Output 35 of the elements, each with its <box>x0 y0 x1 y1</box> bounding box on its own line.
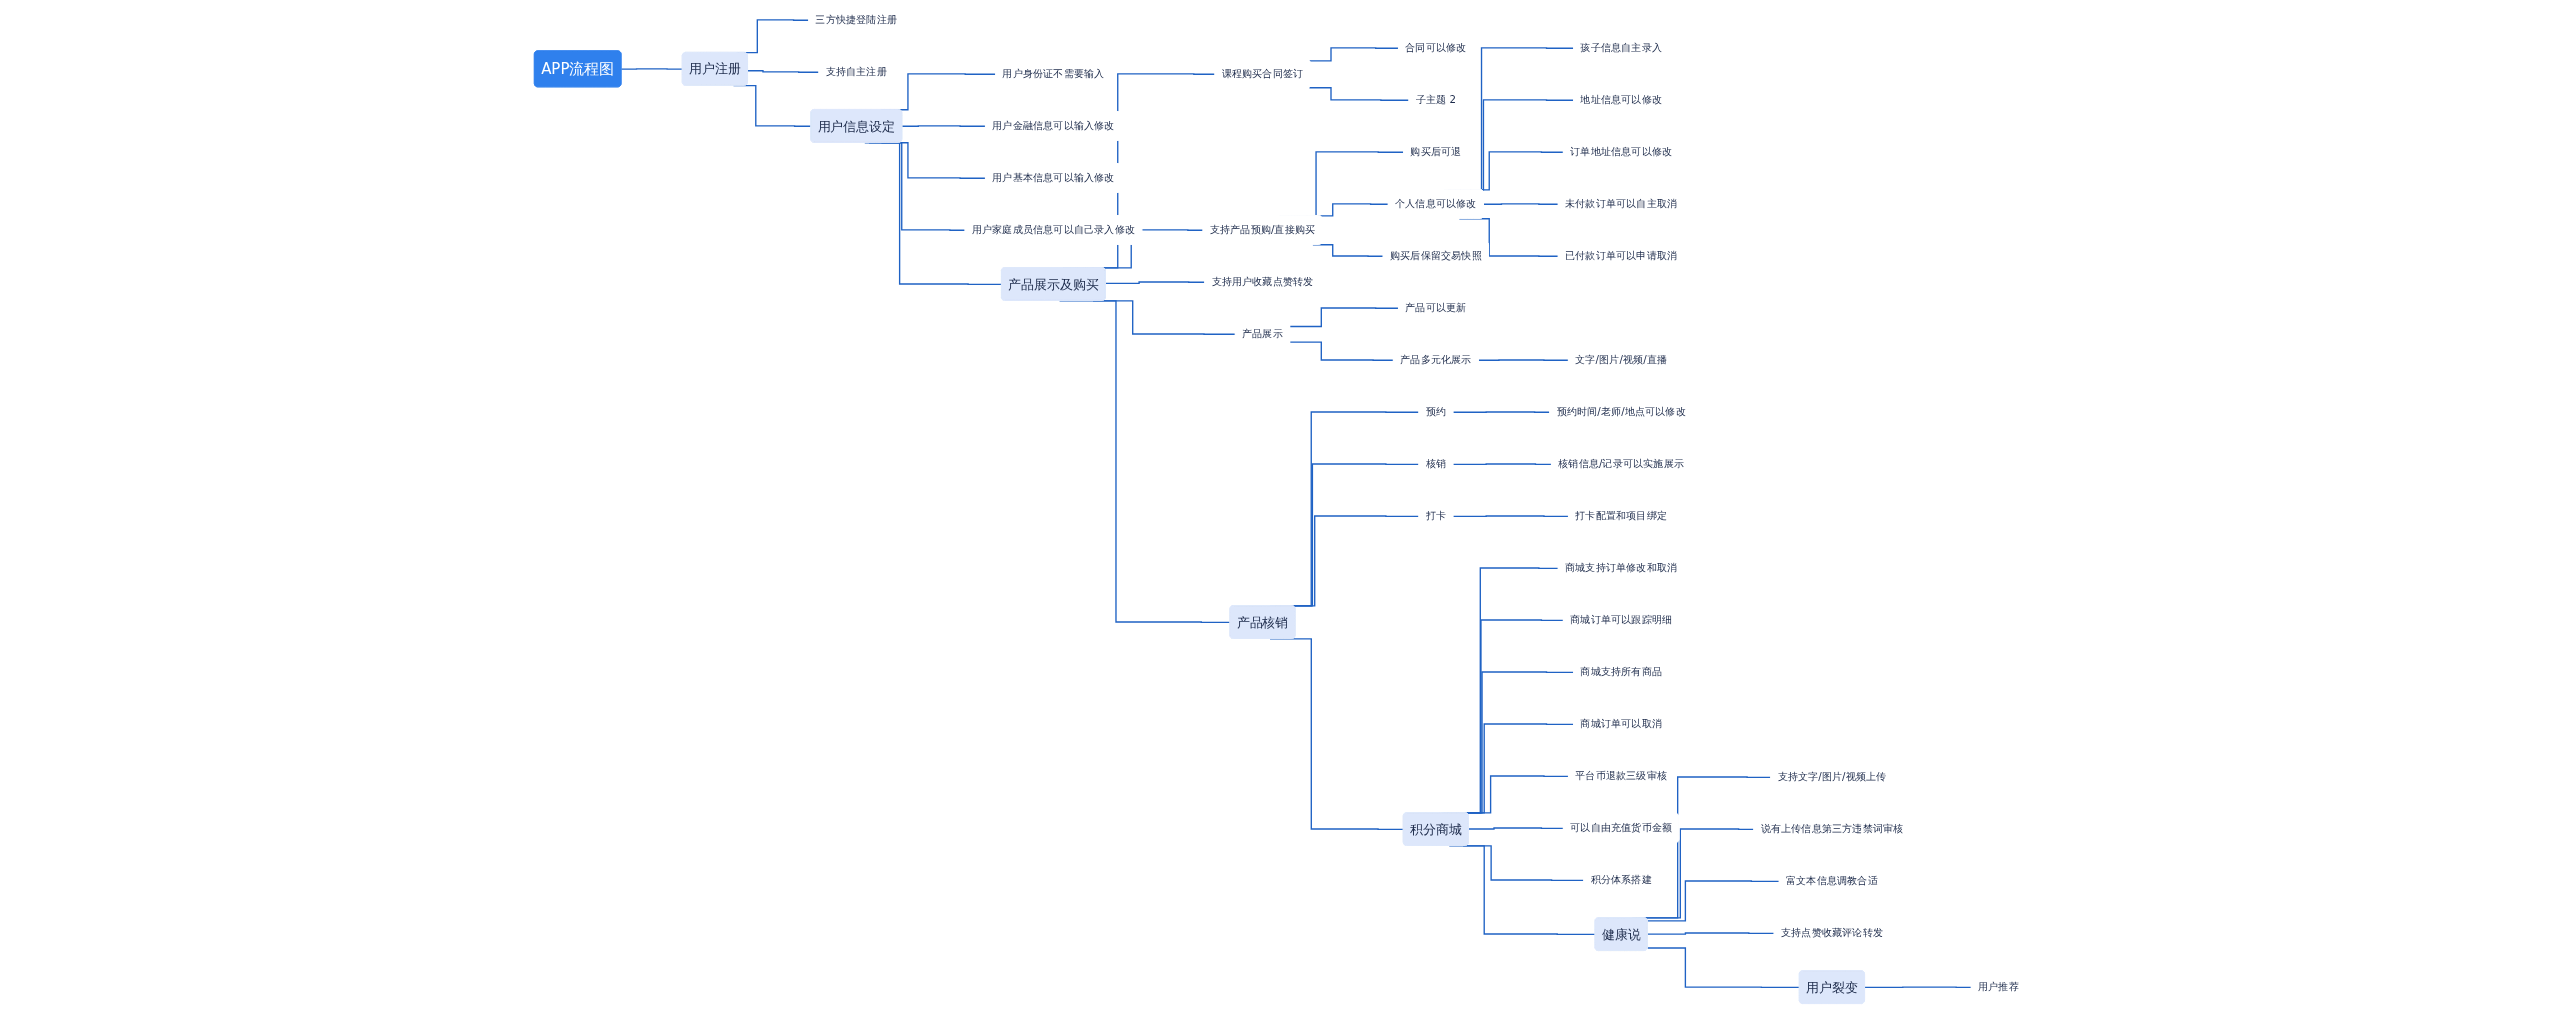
node-text: 购买后保留交易快照 <box>1389 249 1482 262</box>
node-text: 产品多元化展示 <box>1400 353 1472 366</box>
node-text: 用户推荐 <box>1978 980 2019 994</box>
node-text: 未付款订单可以自主取消 <box>1565 197 1678 210</box>
node-text: 产品可以更新 <box>1405 301 1467 314</box>
node-text: 商城支持订单修改和取消 <box>1565 561 1678 574</box>
node-text: 购买后可退 <box>1410 145 1462 158</box>
node-text: 富文本信息调教合适 <box>1786 874 1878 887</box>
node-text: 产品展示 <box>1242 327 1283 340</box>
node-text: 打卡配置和项目绑定 <box>1575 509 1668 522</box>
node-text: 三方快捷登陆注册 <box>815 13 898 26</box>
node-text: 积分体系搭建 <box>1590 873 1652 886</box>
node-text: 核销信息/记录可以实施展示 <box>1558 457 1685 470</box>
node-text: 商城订单可以取消 <box>1580 717 1662 730</box>
node-text: 支持自主注册 <box>825 65 887 78</box>
node-text: 支持点赞收藏评论转发 <box>1780 926 1883 939</box>
node-text: 支持文字/图片/视频上传 <box>1777 770 1887 783</box>
node-text: 订单地址信息可以修改 <box>1570 145 1673 158</box>
node-text: 文字/图片/视频/直播 <box>1575 353 1668 366</box>
node-text: 孩子信息自主录入 <box>1580 41 1662 54</box>
node-text: 平台币退款三级审核 <box>1575 769 1668 782</box>
node-text: 预约时间/老师/地点可以修改 <box>1556 405 1686 418</box>
node-text: 合同可以修改 <box>1405 41 1467 54</box>
node-text: 商城支持所有商品 <box>1580 665 1662 678</box>
node-text: 预约 <box>1425 405 1447 418</box>
node-text: 子主题 2 <box>1415 93 1457 106</box>
node-text: 打卡 <box>1425 509 1447 522</box>
node-text: 地址信息可以修改 <box>1580 93 1662 106</box>
node-text: 已付款订单可以申请取消 <box>1565 249 1678 262</box>
node-text: 支持用户收藏点赞转发 <box>1211 275 1314 288</box>
node-text: 说有上传信息第三方违禁词审核 <box>1760 822 1904 835</box>
node-text: 用户身份证不需要输入 <box>1002 67 1105 80</box>
node-text: 课程购买合同签订 <box>1221 67 1304 80</box>
node-text: 商城订单可以跟踪明细 <box>1570 613 1673 626</box>
node-text: 核销 <box>1425 457 1447 470</box>
